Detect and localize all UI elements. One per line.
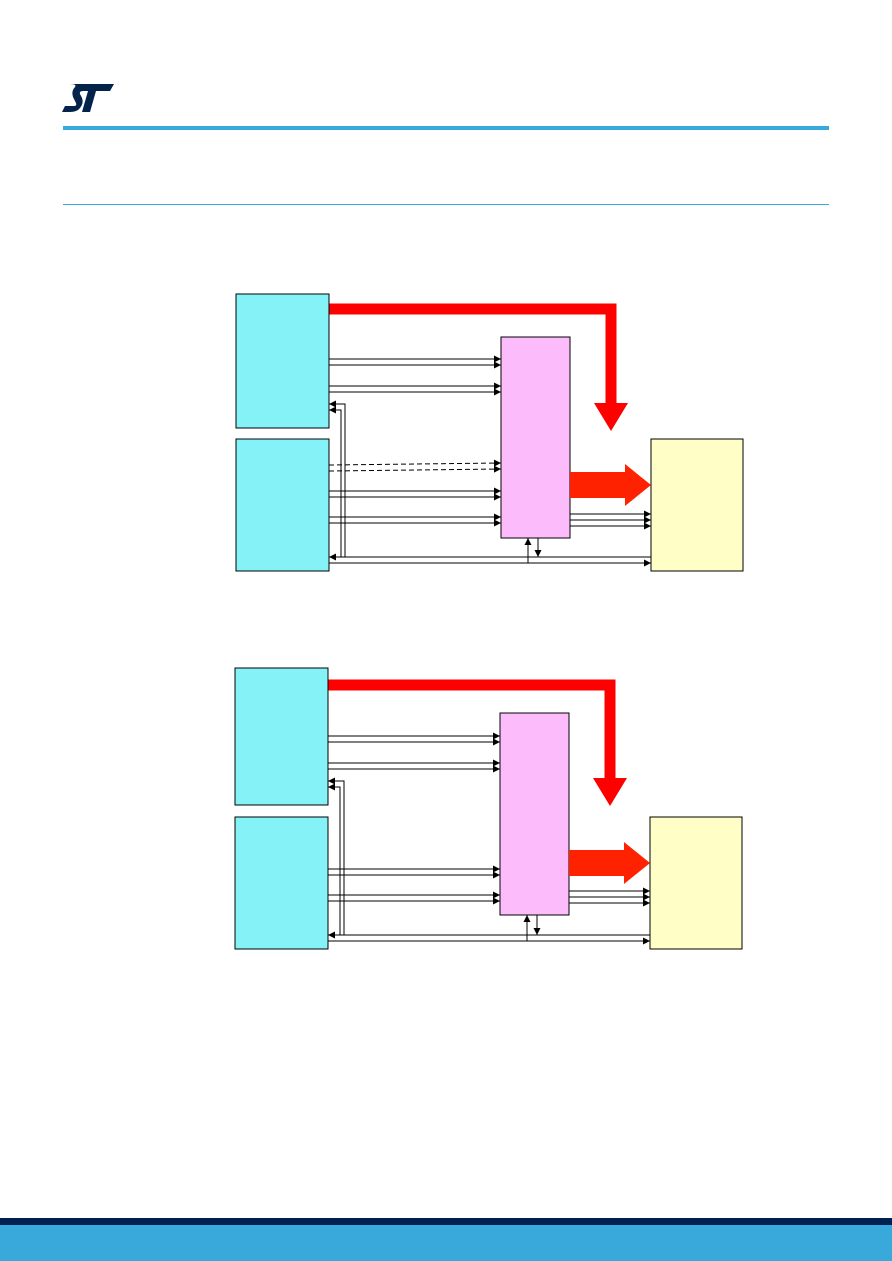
block-a-bottom: [234, 667, 329, 806]
footer-band: [0, 1225, 892, 1261]
signals-b-to-pink-top: [328, 459, 502, 527]
diagram-bottom: [234, 667, 743, 950]
block-a-top: [235, 293, 330, 429]
block-b-bottom: [234, 816, 329, 950]
header-rule: [63, 126, 829, 130]
signals-b-to-pink-bottom: [328, 865, 500, 905]
block-pink-top: [500, 336, 571, 539]
red-arrow-pink-to-yellow-bottom: [569, 842, 650, 884]
footer-dark-band: [0, 1218, 892, 1225]
diagram-top: [235, 293, 744, 572]
block-pink-bottom: [499, 712, 570, 916]
signals-pink-to-yellow-bottom: [569, 887, 650, 907]
signals-a-to-pink-top: [329, 355, 501, 396]
st-logo-icon: [62, 84, 114, 112]
block-b-top: [235, 438, 330, 572]
signals-a-to-pink-bottom: [328, 732, 500, 773]
block-yellow-bottom: [649, 816, 743, 950]
signals-pink-to-yellow-top: [570, 510, 651, 530]
red-bus-arrow-head-top: [594, 403, 628, 431]
feedback-lines-bottom: [328, 777, 650, 945]
section-rule: [63, 204, 829, 205]
red-bus-arrow-head-bottom: [593, 778, 627, 806]
red-arrow-pink-to-yellow-top: [570, 464, 651, 506]
block-yellow-top: [650, 438, 744, 572]
red-bus-bottom: [328, 679, 616, 780]
feedback-lines-top: [329, 400, 651, 567]
red-bus-top: [329, 303, 617, 405]
